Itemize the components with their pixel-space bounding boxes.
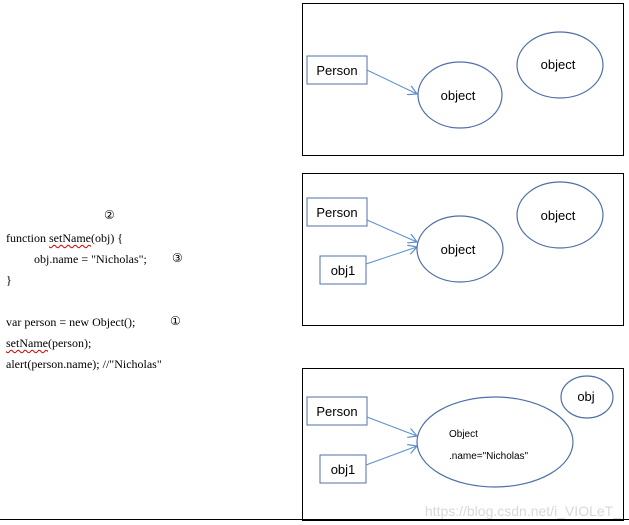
person-box — [306, 197, 368, 227]
code-keyword: function — [6, 231, 49, 245]
person-reference-arrow — [366, 416, 417, 436]
person-box — [306, 55, 368, 85]
code-line-alert: alert(person.name); //"Nicholas" — [6, 357, 162, 371]
object-ellipse — [416, 396, 574, 488]
obj-ellipse — [560, 375, 614, 419]
object-ellipse — [417, 61, 503, 129]
object-label: object — [441, 88, 476, 103]
obj1-box — [319, 255, 367, 285]
obj1-reference-arrow — [365, 446, 417, 466]
obj-label: obj — [577, 389, 594, 404]
object-label-2: object — [541, 57, 576, 72]
person-label: Person — [316, 205, 357, 220]
code-line-call-setname: setName(person); — [6, 336, 91, 350]
code-func-name: setName — [49, 231, 91, 245]
object-label: object — [441, 242, 476, 257]
code-line-function: function setName(obj) { — [6, 231, 123, 245]
code-line-var-person: var person = new Object(); — [6, 315, 136, 329]
diagram-panel-3: Person obj1 Object .name="Nicholas" obj — [302, 368, 624, 521]
object-title: Object — [449, 429, 478, 440]
object-ellipse — [416, 215, 504, 283]
diagram-panel-2: Person obj1 object object — [302, 173, 624, 326]
obj1-label: obj1 — [331, 263, 356, 278]
code-call-args: (person); — [47, 336, 92, 350]
object-ellipse-2 — [516, 31, 604, 99]
reference-arrow — [366, 69, 417, 94]
diagram-panel-1: Person object object — [302, 3, 624, 156]
obj1-box — [319, 454, 367, 484]
object-name-property: .name="Nicholas" — [449, 451, 529, 462]
object-label-2: object — [541, 208, 576, 223]
person-label: Person — [316, 404, 357, 419]
code-params: (obj) { — [90, 231, 124, 245]
person-box — [306, 396, 368, 426]
code-func-call: setName — [6, 336, 48, 350]
bottom-border-line — [0, 519, 629, 520]
diagram-panel-1-svg: Person object object — [306, 31, 604, 129]
person-label: Person — [316, 63, 357, 78]
code-line-close-brace: } — [6, 273, 12, 287]
code-line-assignment: obj.name = "Nicholas"; — [34, 252, 147, 266]
diagram-panel-2-svg: Person obj1 object object — [306, 181, 604, 285]
watermark-text: https://blog.csdn.net/i_VIOLeT_ — [424, 503, 621, 519]
step-marker-3: ③ — [172, 251, 183, 265]
obj1-label: obj1 — [331, 462, 356, 477]
diagram-panel-3-svg: Person obj1 Object .name="Nicholas" obj — [306, 375, 614, 488]
obj1-reference-arrow — [365, 247, 417, 265]
step-marker-2: ② — [104, 208, 115, 222]
object-ellipse-2 — [516, 181, 604, 249]
person-reference-arrow — [366, 219, 417, 242]
step-marker-1: ① — [170, 314, 181, 328]
